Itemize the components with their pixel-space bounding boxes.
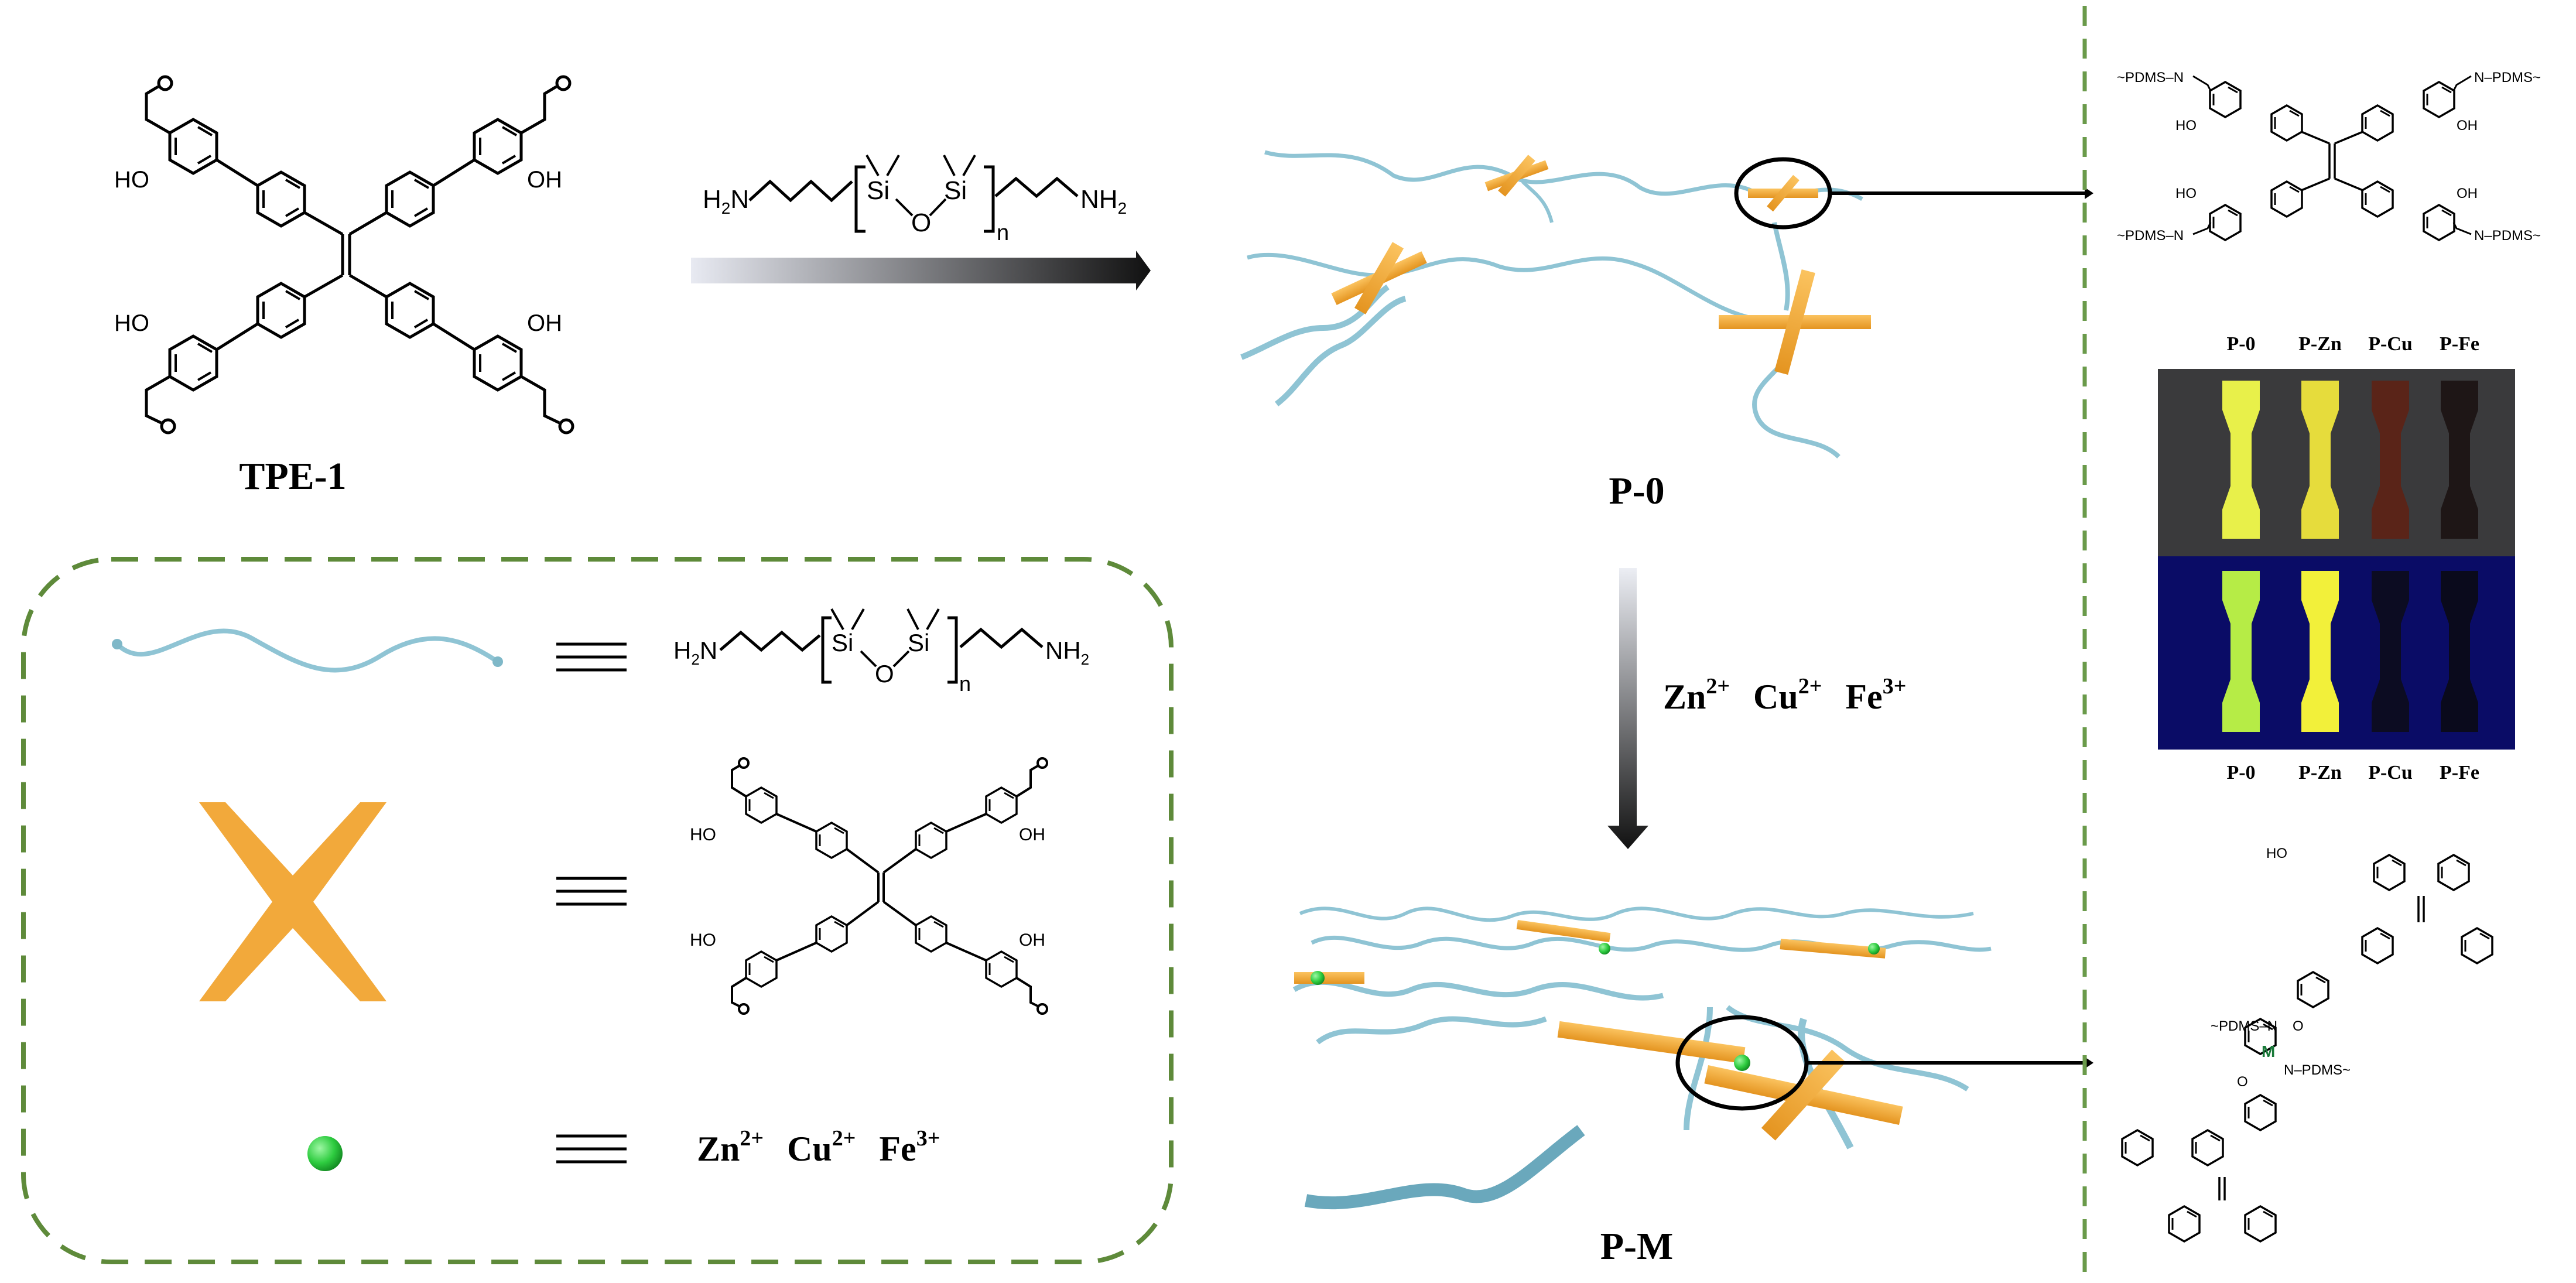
tpe1-structure: HO OH HO OH xyxy=(114,75,574,434)
ion-zn-charge: 2+ xyxy=(1706,674,1730,699)
legend-crosslinker-row: HO OH HO OH xyxy=(199,757,1048,1015)
tpe1-oh-2: OH xyxy=(527,167,562,193)
legend-crosslinker-icon xyxy=(199,802,386,1001)
photo-panel: P-0 P-Zn P-Cu P-Fe P-0 P-Zn P-Cu P-Fe xyxy=(2158,333,2515,784)
svg-text:Si: Si xyxy=(908,629,929,656)
legend-ion-cu: Cu xyxy=(787,1130,832,1168)
legend-ion-fe: Fe xyxy=(879,1130,916,1168)
p0-struct-ho-1: HO xyxy=(2175,118,2197,134)
photo-top-label-pzn: P-Zn xyxy=(2298,333,2342,355)
legend-box xyxy=(21,557,1174,1264)
svg-text:n: n xyxy=(959,672,971,696)
photo-top-label-pcu: P-Cu xyxy=(2368,333,2413,355)
ion-cu: Cu xyxy=(1753,678,1798,716)
ion-zn: Zn xyxy=(1663,678,1706,716)
svg-text:NH2: NH2 xyxy=(1045,637,1089,668)
ion-fe-charge: 3+ xyxy=(1883,674,1907,699)
p0-structure: ~PDMS–N N–PDMS~ ~PDMS–N N–PDMS~ HO OH HO… xyxy=(2117,70,2541,244)
tpe1-label: TPE-1 xyxy=(239,455,346,498)
legend-ion-zn-charge: 2+ xyxy=(740,1126,764,1151)
tpe1-oh-1: HO xyxy=(114,167,149,193)
tpe1-oh-3: HO xyxy=(114,310,149,336)
metal-arrow xyxy=(1607,568,1648,849)
p0-label: P-0 xyxy=(1609,470,1664,512)
svg-text:O: O xyxy=(875,660,894,687)
legend-ions-text: Zn2+Cu2+Fe3+ xyxy=(697,1126,940,1168)
sample-uv-p0 xyxy=(2222,571,2260,732)
legend-tpe-structure: HO OH HO OH xyxy=(690,757,1048,1015)
photo-top-label-p0: P-0 xyxy=(2226,333,2255,355)
legend-oh-4: OH xyxy=(1019,930,1045,950)
arrow-ions-text: Zn2+Cu2+Fe3+ xyxy=(1663,674,1906,716)
reagent-structure: H2N Si O Si n NH2 xyxy=(703,155,1127,245)
p0-struct-ho-2: HO xyxy=(2175,186,2197,201)
svg-text:NH2: NH2 xyxy=(1080,185,1127,217)
sample-uv-pfe xyxy=(2441,571,2478,732)
svg-text:N–PDMS~: N–PDMS~ xyxy=(2474,228,2541,244)
pm-struct-metal: M xyxy=(2262,1042,2275,1060)
sample-daylight-p0 xyxy=(2222,381,2260,539)
svg-text:Si: Si xyxy=(832,629,853,656)
reagent-n: n xyxy=(997,221,1009,245)
legend-chain-icon xyxy=(115,628,500,673)
pm-struct-o-1: O xyxy=(2293,1018,2304,1034)
photo-bottom-label-pzn: P-Zn xyxy=(2298,762,2342,784)
tpe1-oh-4: OH xyxy=(527,310,562,336)
svg-text:~PDMS–N: ~PDMS–N xyxy=(2211,1018,2277,1034)
svg-text:Si: Si xyxy=(944,176,967,205)
svg-text:H2N: H2N xyxy=(673,637,717,668)
p0-network xyxy=(1240,150,2093,459)
pm-network xyxy=(1292,906,2093,1210)
legend-oh-2: OH xyxy=(1019,825,1045,844)
svg-text:O: O xyxy=(911,208,931,237)
svg-text:HO: HO xyxy=(2266,846,2287,861)
svg-text:H2N: H2N xyxy=(703,185,749,217)
legend-ion-fe-charge: 3+ xyxy=(916,1126,940,1151)
ion-fe: Fe xyxy=(1845,678,1882,716)
photo-bottom-label-p0: P-0 xyxy=(2226,762,2255,784)
pm-label: P-M xyxy=(1600,1225,1674,1268)
pm-struct-o-2: O xyxy=(2237,1074,2248,1090)
sample-daylight-pcu xyxy=(2372,381,2409,539)
legend-ion-icon xyxy=(307,1136,343,1171)
photo-bottom-label-pcu: P-Cu xyxy=(2368,762,2413,784)
svg-text:Si: Si xyxy=(867,176,890,205)
photo-bottom-label-pfe: P-Fe xyxy=(2440,762,2479,784)
sample-uv-pcu xyxy=(2372,571,2409,732)
legend-ion-cu-charge: 2+ xyxy=(832,1126,856,1151)
svg-text:~PDMS–N: ~PDMS–N xyxy=(2117,228,2184,244)
p0-struct-oh-1: OH xyxy=(2457,118,2478,134)
legend-oh-1: HO xyxy=(690,825,716,844)
sample-daylight-pzn xyxy=(2301,381,2339,539)
legend-pdms-structure: H2N Si O Si n NH2 xyxy=(673,608,1089,696)
legend-ion-zn: Zn xyxy=(697,1130,740,1168)
svg-text:N–PDMS~: N–PDMS~ xyxy=(2474,70,2541,85)
sample-daylight-pfe xyxy=(2441,381,2478,539)
legend-chain-row: H2N Si O Si n NH2 xyxy=(112,608,1089,696)
reaction-arrow xyxy=(691,251,1151,290)
ion-cu-charge: 2+ xyxy=(1798,674,1822,699)
sample-uv-pzn xyxy=(2301,571,2339,732)
pm-structure: HO ~PDMS–N O M N–PDMS~ O xyxy=(2121,846,2493,1243)
legend-ion-row: Zn2+Cu2+Fe3+ xyxy=(307,1126,940,1171)
p0-struct-oh-2: OH xyxy=(2457,186,2478,201)
svg-text:~PDMS–N: ~PDMS–N xyxy=(2117,70,2184,85)
svg-text:N–PDMS~: N–PDMS~ xyxy=(2284,1062,2351,1078)
legend-oh-3: HO xyxy=(690,930,716,950)
photo-top-label-pfe: P-Fe xyxy=(2440,333,2479,355)
